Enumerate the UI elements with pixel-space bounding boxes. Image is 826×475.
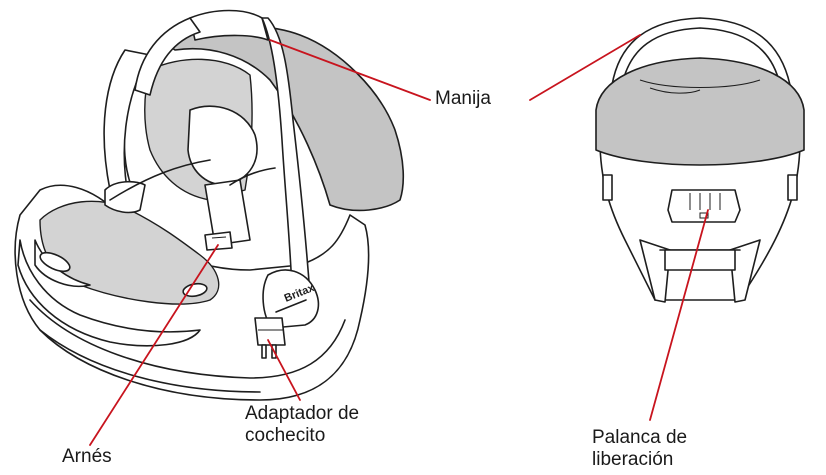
- stroller-adapter: [255, 318, 285, 345]
- label-palanca-line2: liberación: [592, 449, 742, 471]
- car-seat-front-view: [596, 18, 804, 302]
- label-adaptador-de-cochecito: Adaptador de cochecito: [245, 403, 415, 447]
- label-palanca-de-liberacion: Palanca de liberación: [592, 427, 742, 471]
- harness-buckle: [205, 232, 232, 250]
- harness-strap-left: [105, 182, 145, 213]
- label-manija: Manija: [435, 88, 491, 110]
- carry-handle: [190, 11, 268, 41]
- label-arnes: Arnés: [62, 446, 112, 468]
- release-lever: [668, 190, 740, 222]
- front-canopy: [596, 58, 804, 165]
- label-adaptador-line1: Adaptador de: [245, 403, 415, 425]
- label-adaptador-line2: cochecito: [245, 425, 415, 447]
- label-palanca-line1: Palanca de: [592, 427, 742, 449]
